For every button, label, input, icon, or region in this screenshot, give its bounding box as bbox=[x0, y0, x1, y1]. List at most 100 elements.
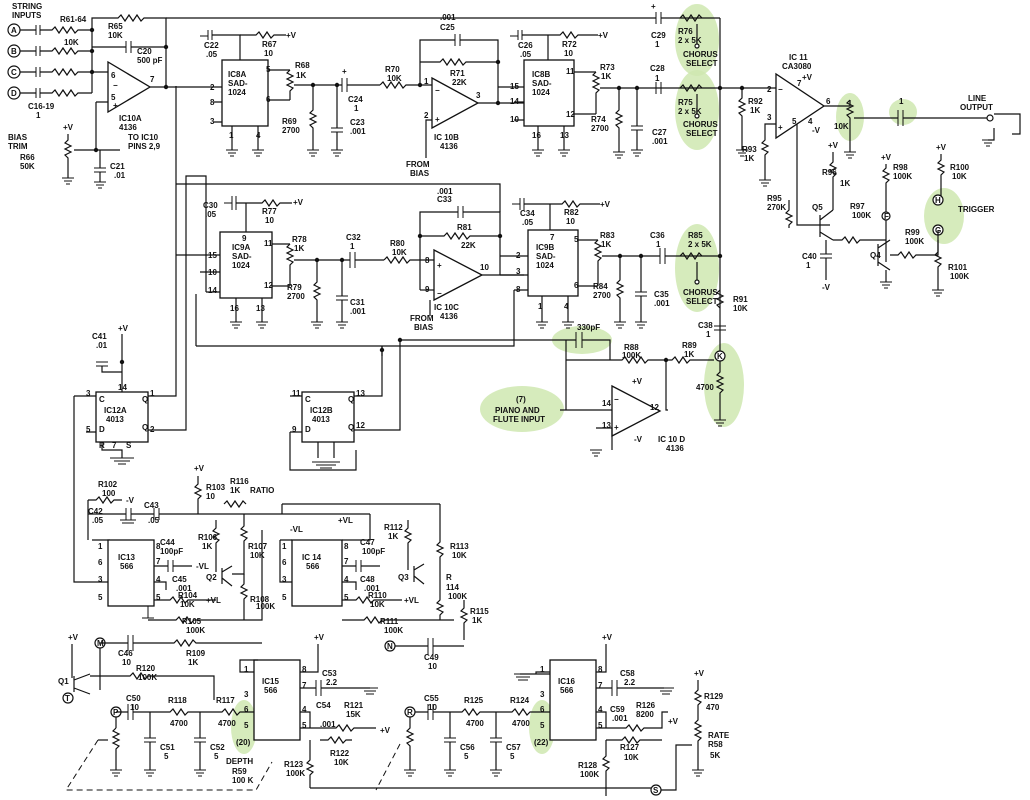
q3-label: Q3 bbox=[398, 573, 409, 582]
r98-label: R98 bbox=[893, 163, 908, 172]
schematic-line bbox=[679, 13, 703, 23]
r71v-label: 22K bbox=[452, 78, 467, 87]
schematic-line bbox=[714, 419, 726, 427]
r66v-label: 50K bbox=[20, 162, 35, 171]
vplus-label: +V bbox=[602, 633, 613, 642]
schematic-line bbox=[99, 638, 262, 690]
k-label: K bbox=[717, 352, 723, 361]
pin-number-label: C bbox=[99, 395, 105, 404]
schematic-line bbox=[420, 57, 498, 67]
schematic-line bbox=[91, 13, 167, 88]
schematic-line bbox=[631, 149, 643, 157]
c26-label: C26 bbox=[518, 41, 533, 50]
pin-number-label: 3 bbox=[210, 117, 215, 126]
schematic-line bbox=[232, 514, 249, 575]
c45-label: C45 bbox=[172, 575, 187, 584]
ic10cv-label: 4136 bbox=[440, 312, 458, 321]
schematic-line bbox=[167, 560, 174, 572]
r78-label: R78 bbox=[292, 235, 307, 244]
c34-label: C34 bbox=[520, 209, 535, 218]
schematic-line bbox=[379, 80, 432, 90]
r102v-label: 100 bbox=[102, 489, 116, 498]
schematic-line bbox=[176, 254, 220, 293]
schematic-line bbox=[285, 243, 295, 286]
r77v-label: 10 bbox=[265, 216, 274, 225]
ratio-label: RATIO bbox=[250, 486, 274, 495]
r89v-label: 1K bbox=[684, 350, 694, 359]
input-a-label: A bbox=[11, 26, 17, 35]
schematic-line bbox=[221, 565, 233, 587]
schematic-line bbox=[331, 127, 343, 133]
ic10bv-label: 4136 bbox=[440, 142, 458, 151]
r124-label: R124 bbox=[510, 696, 530, 705]
schematic-line bbox=[417, 82, 423, 88]
schematic-line bbox=[715, 289, 725, 309]
schematic-line bbox=[575, 332, 583, 348]
schematic-line bbox=[119, 359, 125, 365]
r77-label: R77 bbox=[262, 207, 277, 216]
pin-number-label: 7 bbox=[302, 681, 307, 690]
r100v-label: 10K bbox=[952, 172, 967, 181]
r73-label: R73 bbox=[600, 63, 615, 72]
r82v-label: 10 bbox=[566, 217, 575, 226]
schematic-line bbox=[63, 134, 73, 178]
schematic-line bbox=[435, 504, 445, 572]
ic11-ota bbox=[775, 72, 826, 140]
schematic-line bbox=[154, 595, 216, 605]
schematic-line bbox=[495, 100, 501, 106]
schematic-line bbox=[144, 737, 206, 743]
r102-label: R102 bbox=[98, 480, 118, 489]
pin-number-label: D bbox=[305, 425, 311, 434]
schematic-line bbox=[537, 126, 565, 150]
schematic-line bbox=[427, 638, 434, 654]
vplus-label: +V bbox=[632, 377, 643, 386]
c54-label: C54 bbox=[316, 701, 331, 710]
schematic-line bbox=[457, 206, 464, 218]
c31v-label: .001 bbox=[350, 307, 366, 316]
r95v-label: 270K bbox=[767, 203, 786, 212]
c46v-label: 10 bbox=[122, 658, 131, 667]
vminus-label: -V bbox=[126, 496, 135, 505]
pin-number-label: 4 bbox=[302, 705, 307, 714]
schematic-line bbox=[692, 769, 704, 777]
vplus-label: +V bbox=[314, 633, 325, 642]
schematic-line bbox=[449, 742, 497, 770]
schematic-line bbox=[536, 321, 574, 329]
pin-number-label: 1 bbox=[98, 542, 103, 551]
pin-number-label: 11 bbox=[566, 67, 575, 76]
schematic-line bbox=[125, 41, 132, 53]
c29-label: C29 bbox=[651, 31, 666, 40]
schematic-line bbox=[796, 124, 830, 226]
n20-highlight bbox=[231, 700, 257, 754]
input-d-label: D bbox=[11, 89, 17, 98]
r124v-label: 4700 bbox=[512, 719, 530, 728]
pin-number-label: 7 bbox=[598, 681, 603, 690]
schematic-line bbox=[427, 704, 434, 720]
pin-number-label: 8 bbox=[302, 665, 307, 674]
schematic-line bbox=[759, 179, 771, 187]
schematic-line bbox=[312, 260, 322, 322]
r105v-label: 100K bbox=[186, 626, 205, 635]
pin-number-label: 14 bbox=[118, 383, 127, 392]
schematic-line bbox=[736, 149, 748, 157]
schematic-line bbox=[591, 71, 601, 114]
ic11-pot-highlight bbox=[836, 93, 864, 141]
r123v-label: 100K bbox=[286, 769, 305, 778]
frombias2-label: BIAS bbox=[414, 323, 434, 332]
schematic-line bbox=[524, 199, 600, 230]
schematic-line bbox=[320, 735, 352, 745]
c42-label: C42 bbox=[88, 507, 103, 516]
pin-number-label: 4 bbox=[564, 302, 569, 311]
pin-number-label: Q bbox=[142, 423, 148, 432]
schematic-line bbox=[289, 432, 357, 471]
r75v-label: 2 x 5K bbox=[678, 107, 702, 116]
c27-label: C27 bbox=[652, 128, 667, 137]
select-label: SELECT bbox=[686, 129, 718, 138]
pin-number-label: 3 bbox=[86, 389, 91, 398]
pin-number-label: 6 bbox=[244, 705, 249, 714]
schematic-line bbox=[988, 128, 995, 141]
schematic-line bbox=[405, 717, 415, 770]
pin-number-label: 6 bbox=[282, 558, 287, 567]
r91-label: R91 bbox=[733, 295, 748, 304]
